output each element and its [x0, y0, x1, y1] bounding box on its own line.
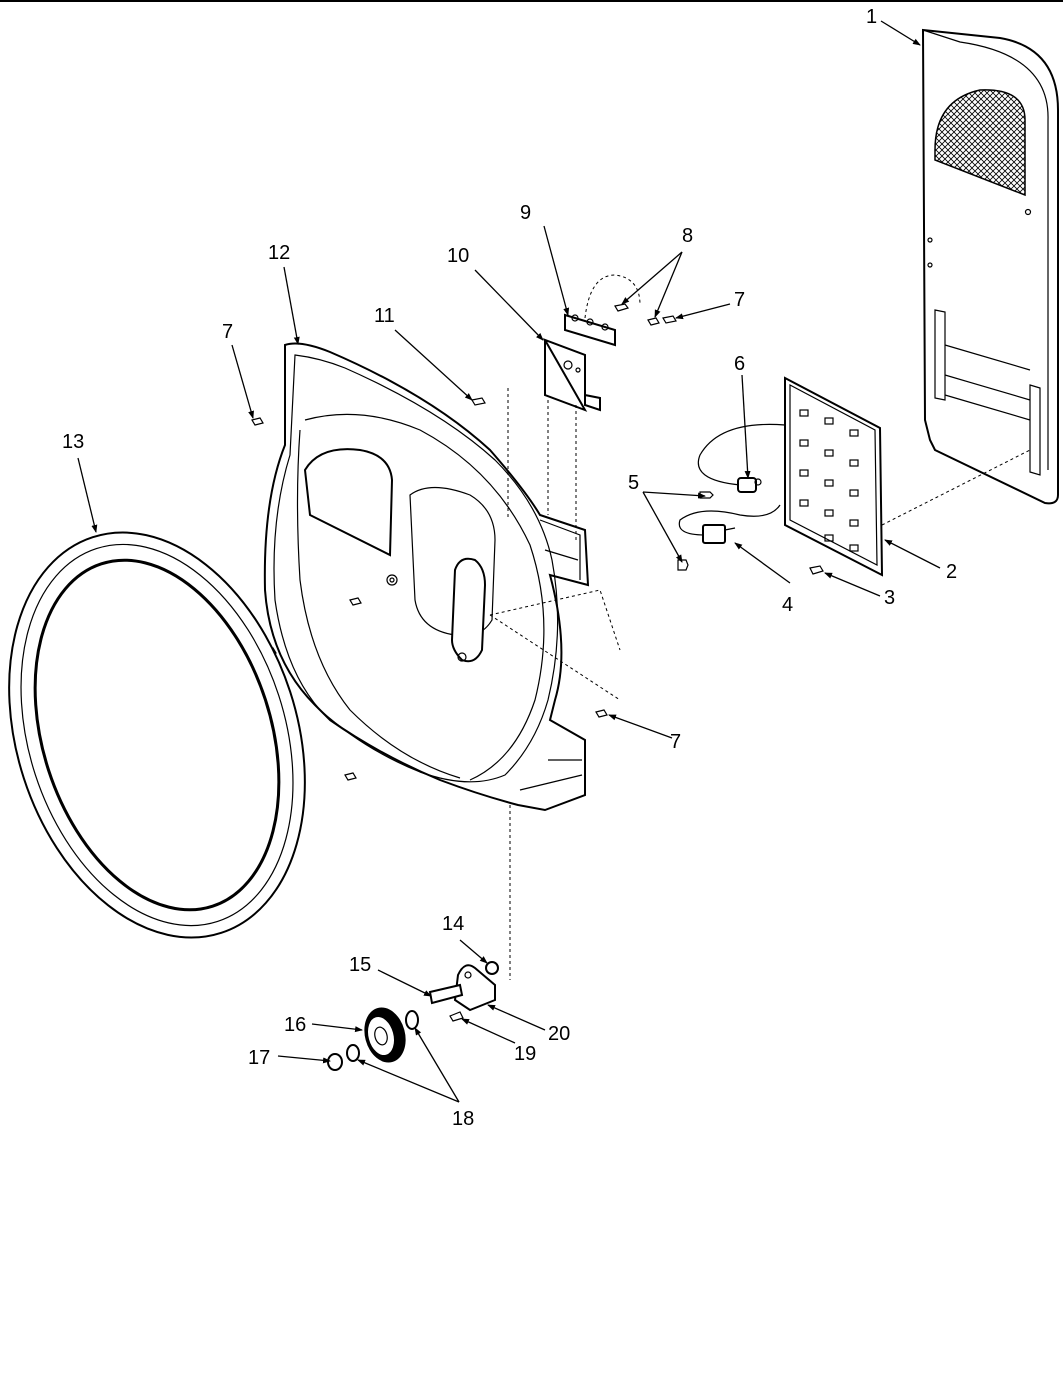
callout-20: 20	[548, 1023, 570, 1045]
screws-part-8	[614, 303, 660, 326]
callout-11: 11	[374, 305, 395, 327]
callout-17: 17	[248, 1047, 270, 1069]
callout-4: 4	[782, 594, 793, 616]
terminal-block-part-9	[564, 274, 641, 347]
rear-panel-vent-grille	[934, 89, 1026, 197]
nut-part-14	[485, 961, 499, 975]
screw-part-7-upper	[662, 315, 677, 324]
callout-7-left: 7	[222, 321, 233, 343]
callout-13: 13	[62, 431, 84, 453]
callout-5: 5	[628, 472, 639, 494]
callout-8: 8	[682, 225, 693, 247]
thermostat-part-6	[697, 423, 786, 493]
screw-part-19	[449, 1011, 464, 1022]
callout-14: 14	[442, 913, 464, 935]
bulkhead-vent-opening	[303, 448, 394, 557]
screw-part-3	[809, 565, 824, 575]
callout-7-center: 7	[670, 731, 681, 753]
callout-18: 18	[452, 1108, 474, 1130]
rear-panel-part-1	[921, 28, 1059, 505]
thermostat-part-4	[678, 504, 781, 544]
roller-wheel-part-16	[364, 1007, 406, 1063]
washers-part-18	[346, 1010, 419, 1062]
seal-ring-part-13	[8, 531, 306, 939]
callout-12: 12	[268, 242, 290, 264]
callout-19: 19	[514, 1043, 536, 1065]
element-plate-part-2	[784, 376, 884, 577]
callout-9: 9	[520, 202, 531, 224]
clip-part-17	[327, 1053, 343, 1071]
callout-1: 1	[866, 6, 877, 28]
callout-10: 10	[447, 245, 469, 267]
callout-3: 3	[884, 587, 895, 609]
callout-labels: 1 2 3 4 5 6 7 7 7 8 9 10 11 12 13 14 15 …	[62, 6, 957, 1130]
roller-bracket-part-20	[453, 964, 496, 1012]
assembly-lines	[489, 388, 1031, 980]
callout-6: 6	[734, 353, 745, 375]
callout-7-upper-right: 7	[734, 289, 745, 311]
leader-lines	[77, 20, 941, 1103]
bracket-part-10	[542, 338, 601, 412]
shaft-part-15	[428, 983, 464, 1005]
callout-15: 15	[349, 954, 371, 976]
callout-2: 2	[946, 561, 957, 583]
rear-bulkhead-part-12	[263, 342, 590, 812]
screw-part-11	[471, 397, 486, 406]
callout-16: 16	[284, 1014, 306, 1036]
